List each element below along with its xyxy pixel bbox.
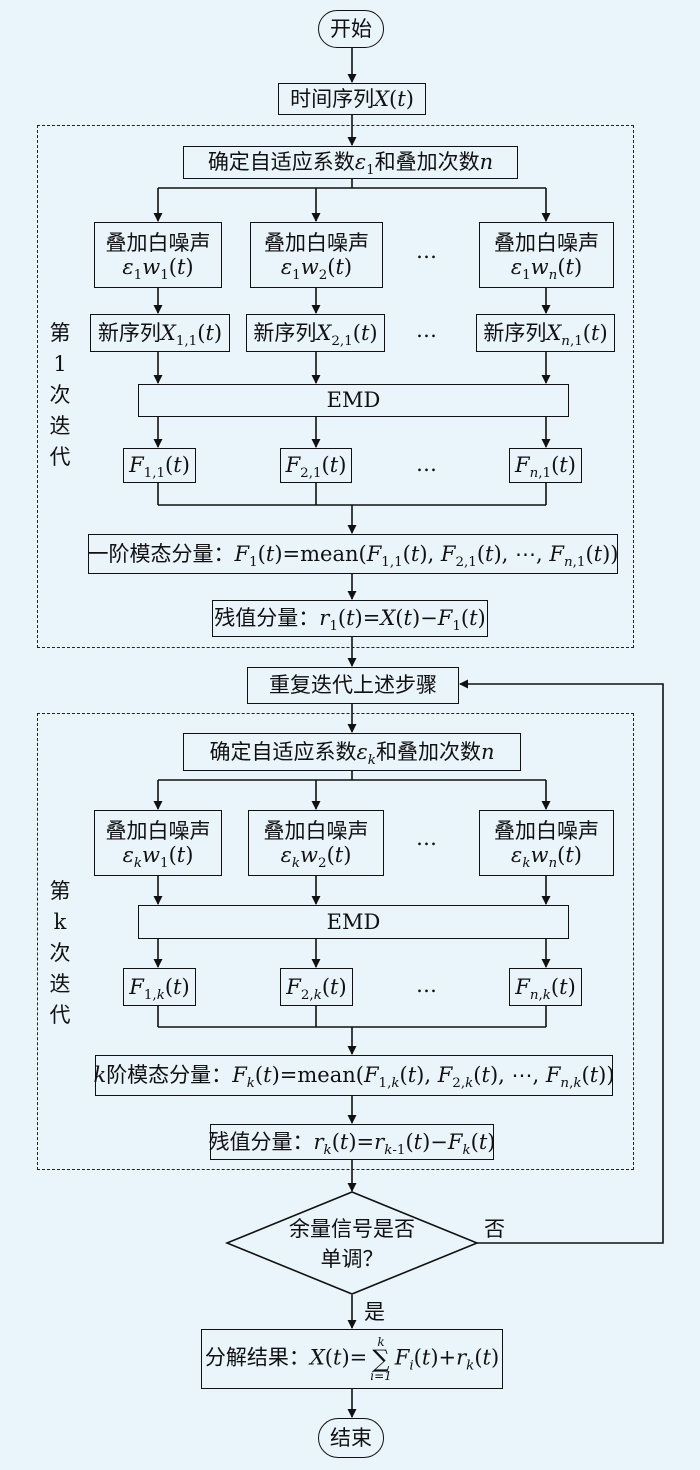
noise-label: 叠加白噪声 [264, 230, 369, 255]
noise-formula: ε1wn(t) [510, 255, 583, 284]
new-series-label: 新序列Xn,1(t) [483, 320, 608, 350]
imf-box-2-1: F2,1(t) [280, 448, 352, 483]
imf-label: F1,k(t) [129, 974, 190, 1004]
start-terminal: 开始 [318, 10, 384, 48]
imf-label: Fn,1(t) [515, 453, 576, 482]
repeat-box: 重复迭代上述步骤 [247, 667, 459, 704]
imf-box-1-k: F1,k(t) [123, 968, 196, 1006]
noise-formula: ε1w2(t) [280, 255, 353, 284]
new-series-label: 新序列X2,1(t) [253, 320, 378, 350]
summation-symbol: k∑i=1 [370, 1335, 392, 1383]
imf-box-n-k: Fn,k(t) [509, 968, 582, 1006]
noise-label: 叠加白噪声 [263, 818, 369, 843]
new-series-box-2-1: 新序列X2,1(t) [246, 314, 385, 352]
decision-text: 余量信号是否 单调？ [252, 1214, 452, 1274]
coefficient-box-1: 确定自适应系数ε1和叠加次数n [183, 146, 518, 179]
yes-label: 是 [364, 1300, 385, 1324]
kth-mode-box: k阶模态分量：Fk(t)=mean(F1,k(t), F2,k(t), ⋯, F… [93, 1055, 615, 1096]
ellipsis: … [416, 452, 437, 476]
iteration-k-frame [37, 713, 634, 1170]
imf-label: Fn,k(t) [515, 974, 576, 1004]
new-series-box-n-1: 新序列Xn,1(t) [476, 314, 615, 352]
decision-line-1: 余量信号是否 [289, 1217, 415, 1241]
imf-box-2-k: F2,k(t) [280, 968, 353, 1006]
noise-formula: εkwn(t) [511, 843, 582, 872]
emd-label: EMD [326, 388, 381, 413]
first-mode-box: 一阶模态分量：F1(t)=mean(F1,1(t), F2,1(t), ⋯, F… [88, 534, 618, 574]
imf-label: F2,1(t) [285, 453, 347, 482]
imf-label: F1,1(t) [129, 453, 190, 482]
ellipsis: … [416, 239, 437, 263]
ellipsis: … [416, 826, 437, 850]
noise-formula: εkw2(t) [280, 843, 352, 872]
kth-mode-label: k阶模态分量：Fk(t)=mean(F1,k(t), F2,k(t), ⋯, F… [93, 1063, 615, 1092]
decision-line-2: 单调？ [320, 1247, 384, 1271]
residual-box-1: 残值分量：r1(t)=X(t)−F1(t) [212, 600, 488, 637]
new-series-box-1-1: 新序列X1,1(t) [90, 314, 230, 352]
time-series-box: 时间序列X(t) [278, 83, 426, 115]
emd-box-1: EMD [138, 384, 569, 417]
noise-label: 叠加白噪声 [105, 230, 211, 255]
end-terminal: 结束 [318, 1418, 384, 1458]
noise-formula: ε1w1(t) [122, 255, 194, 284]
time-series-label: 时间序列X(t) [290, 86, 414, 111]
decision-diamond [224, 1191, 480, 1295]
first-mode-label: 一阶模态分量：F1(t)=mean(F1,1(t), F2,1(t), ⋯, F… [87, 541, 619, 571]
repeat-label: 重复迭代上述步骤 [269, 673, 437, 698]
iteration-k-side-label: 第 k 次 迭 代 [49, 879, 71, 1027]
start-label: 开始 [330, 16, 372, 41]
iteration-1-frame [37, 125, 634, 648]
imf-label: F2,k(t) [286, 974, 347, 1004]
coefficient-label-k: 确定自适应系数εk和叠加次数n [209, 739, 495, 769]
noise-label: 叠加白噪声 [105, 818, 211, 843]
end-label: 结束 [330, 1425, 372, 1450]
new-series-label: 新序列X1,1(t) [97, 320, 223, 350]
no-label: 否 [484, 1217, 505, 1241]
residual-label-1: 残值分量：r1(t)=X(t)−F1(t) [214, 606, 486, 635]
noise-label: 叠加白噪声 [494, 818, 599, 843]
ellipsis: … [416, 973, 437, 997]
noise-label: 叠加白噪声 [494, 230, 599, 255]
coefficient-label-1: 确定自适应系数ε1和叠加次数n [207, 150, 494, 179]
noise-formula: εkw1(t) [122, 843, 194, 872]
ellipsis: … [416, 318, 437, 342]
imf-box-n-1: Fn,1(t) [509, 448, 582, 483]
iteration-1-side-label: 第 1 次 迭 代 [49, 321, 71, 469]
imf-box-1-1: F1,1(t) [123, 448, 196, 483]
residual-box-k: 残值分量：rk(t)=rk-1(t)−Fk(t) [208, 1124, 496, 1160]
coefficient-box-k: 确定自适应系数εk和叠加次数n [183, 733, 521, 771]
emd-label: EMD [326, 909, 381, 934]
residual-label-k: 残值分量：rk(t)=rk-1(t)−Fk(t) [208, 1129, 496, 1159]
emd-box-k: EMD [138, 905, 569, 939]
